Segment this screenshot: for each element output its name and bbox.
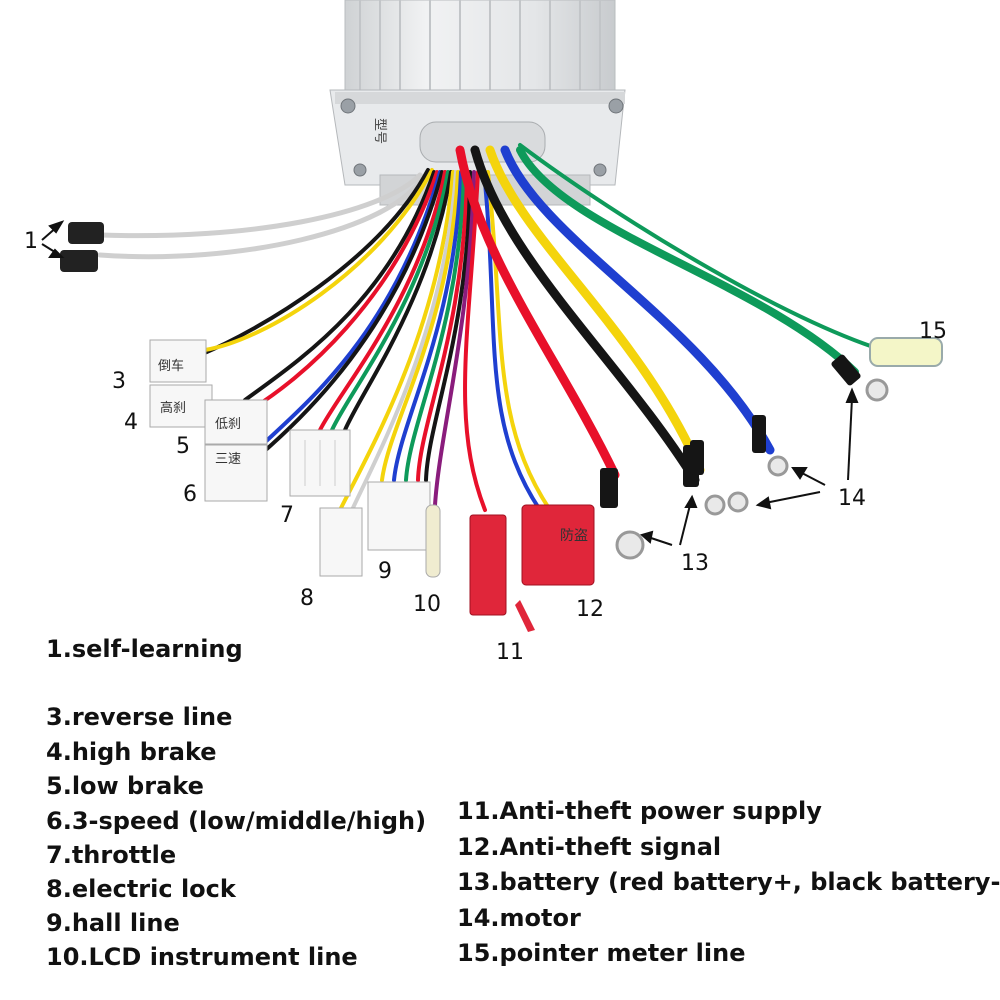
arrow-icon (755, 496, 772, 510)
callout-14: 14 (838, 486, 866, 511)
callout-12: 12 (576, 597, 604, 622)
connector-5: 低刹 (204, 399, 268, 445)
controller-wiring-diagram: 型号 (41, 0, 943, 632)
connector-6: 三速 (204, 444, 268, 502)
svg-text:三速: 三速 (215, 452, 241, 467)
legend-item: 5.low brake (46, 772, 204, 800)
legend-item: 8.electric lock (46, 875, 236, 903)
connector-15-pointer-meter (869, 337, 943, 367)
legend-item: 14.motor (457, 904, 581, 932)
callout-8: 8 (300, 586, 314, 611)
connector-10-lcd (425, 504, 441, 578)
controller-housing: 型号 (329, 0, 626, 206)
legend-item: 3.reverse line (46, 703, 233, 731)
screw-icon (608, 98, 624, 114)
arrow-icon (684, 494, 698, 508)
screw-icon (593, 163, 607, 177)
screw-icon (353, 163, 367, 177)
legend-item: 6.3-speed (low/middle/high) (46, 807, 427, 835)
callout-13: 13 (681, 551, 709, 576)
connector-3: 倒车 (149, 339, 207, 383)
connector-7-throttle (289, 429, 351, 497)
legend-item: 7.throttle (46, 841, 177, 869)
connector-9-hall (367, 481, 431, 551)
svg-text:防盗: 防盗 (560, 528, 588, 544)
connector-8-electric-lock (319, 507, 363, 577)
arrow-icon (48, 248, 65, 258)
callout-3: 3 (112, 369, 126, 394)
legend-item: 12.Anti-theft signal (457, 833, 722, 861)
motor-terminals (690, 354, 889, 513)
legend-item: 15.pointer meter line (457, 939, 746, 967)
callout-9: 9 (378, 559, 392, 584)
battery-terminals (600, 445, 726, 560)
callout-6: 6 (183, 482, 197, 507)
arrow-icon (48, 220, 65, 234)
svg-text:低刹: 低刹 (215, 417, 241, 432)
legend-item: 1.self-learning (46, 635, 243, 663)
legend-item: 9.hall line (46, 909, 180, 937)
wire-harness (97, 143, 902, 512)
callout-arrows (41, 220, 859, 546)
callout-4: 4 (124, 410, 138, 435)
callout-11: 11 (496, 640, 524, 665)
housing-label: 型号 (372, 118, 387, 144)
svg-text:倒车: 倒车 (158, 358, 184, 374)
connector-4: 高刹 (149, 384, 213, 428)
connector-self-learning (60, 222, 104, 272)
callout-7: 7 (280, 503, 294, 528)
arrow-icon (639, 530, 654, 544)
connector-12-anti-theft-signal: 防盗 (521, 504, 595, 586)
arrow-icon (791, 467, 808, 480)
legend-item: 13.battery (red battery+, black battery- (457, 868, 1000, 896)
callout-15: 15 (919, 319, 947, 344)
legend-item: 10.LCD instrument line (46, 943, 358, 971)
callout-1: 1 (24, 229, 38, 254)
svg-text:高刹: 高刹 (160, 400, 186, 416)
connector-11-anti-theft-power (469, 514, 535, 632)
screw-icon (340, 98, 356, 114)
legend-item: 11.Anti-theft power supply (457, 797, 822, 825)
callout-5: 5 (176, 434, 190, 459)
arrow-icon (845, 387, 859, 403)
callout-10: 10 (413, 592, 441, 617)
legend-item: 4.high brake (46, 738, 217, 766)
